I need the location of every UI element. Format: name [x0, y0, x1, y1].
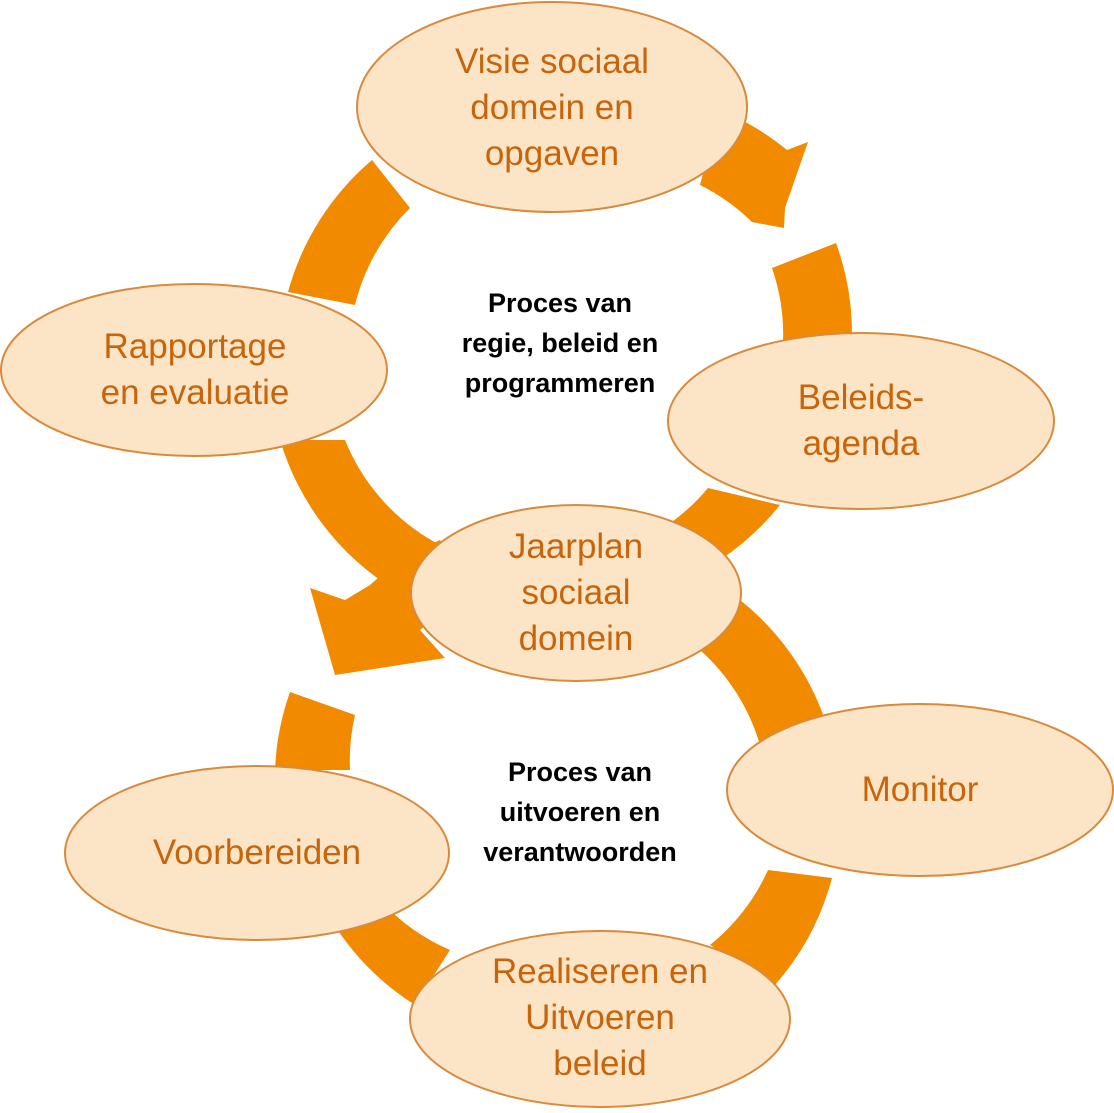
ellipse-realiseren	[409, 930, 791, 1108]
upper-arrow-left-top	[288, 160, 410, 305]
lower-arrow-left	[275, 692, 355, 770]
upper-cycle-title: Proces van regie, beleid en programmeren	[461, 288, 659, 398]
ellipse-rapportage	[0, 283, 388, 457]
ellipse-jaarplan	[410, 504, 742, 682]
ellipse-monitor	[726, 703, 1114, 877]
ellipse-visie	[356, 1, 748, 213]
ellipse-voorbereiden	[64, 765, 450, 941]
lower-cycle-title: Proces van uitvoeren en verantwoorden	[483, 757, 677, 867]
ellipse-beleidsagenda	[667, 332, 1055, 510]
lower-arrow-right	[710, 870, 832, 985]
upper-arrow-left-bottom	[280, 440, 440, 590]
lower-arrow-top-right	[700, 600, 825, 745]
